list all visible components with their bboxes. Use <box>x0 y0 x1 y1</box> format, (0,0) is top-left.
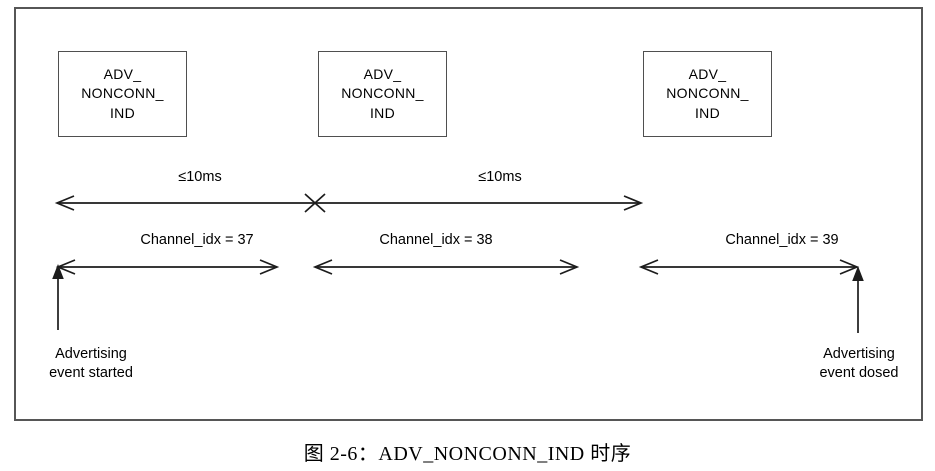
packet-box-line: NONCONN_ <box>341 85 424 102</box>
packet-box-line: ADV_ <box>363 65 402 82</box>
packet-box-line: NONCONN_ <box>81 85 164 102</box>
figure-caption: 图 2-6：ADV_NONCONN_IND 时序 <box>303 443 632 465</box>
channel-38-label: Channel_idx = 38 <box>379 232 493 248</box>
packet-box-line: ADV_ <box>688 65 727 82</box>
advertising-event-started-line1: Advertising <box>55 346 127 362</box>
packet-box-3: ADV_ NONCONN_ IND <box>643 51 772 137</box>
channel-37-label: Channel_idx = 37 <box>140 232 254 248</box>
advertising-event-closed-line1: Advertising <box>823 346 895 362</box>
packet-box-line: NONCONN_ <box>666 85 749 102</box>
packet-box-line: IND <box>694 104 720 121</box>
interval-label-2: ≤10ms <box>478 169 522 185</box>
channel-39-label: Channel_idx = 39 <box>725 232 839 248</box>
packet-box-2: ADV_ NONCONN_ IND <box>318 51 447 137</box>
advertising-event-closed-line2: event dosed <box>819 365 899 381</box>
advertising-event-closed-label: Advertising event dosed <box>793 345 925 383</box>
advertising-event-started-line2: event started <box>49 365 133 381</box>
interval-label-1: ≤10ms <box>178 169 222 185</box>
packet-box-1: ADV_ NONCONN_ IND <box>58 51 187 137</box>
packet-box-line: IND <box>109 104 135 121</box>
packet-box-line: IND <box>369 104 395 121</box>
advertising-event-started-label: Advertising event started <box>24 345 158 383</box>
packet-box-line: ADV_ <box>103 65 142 82</box>
